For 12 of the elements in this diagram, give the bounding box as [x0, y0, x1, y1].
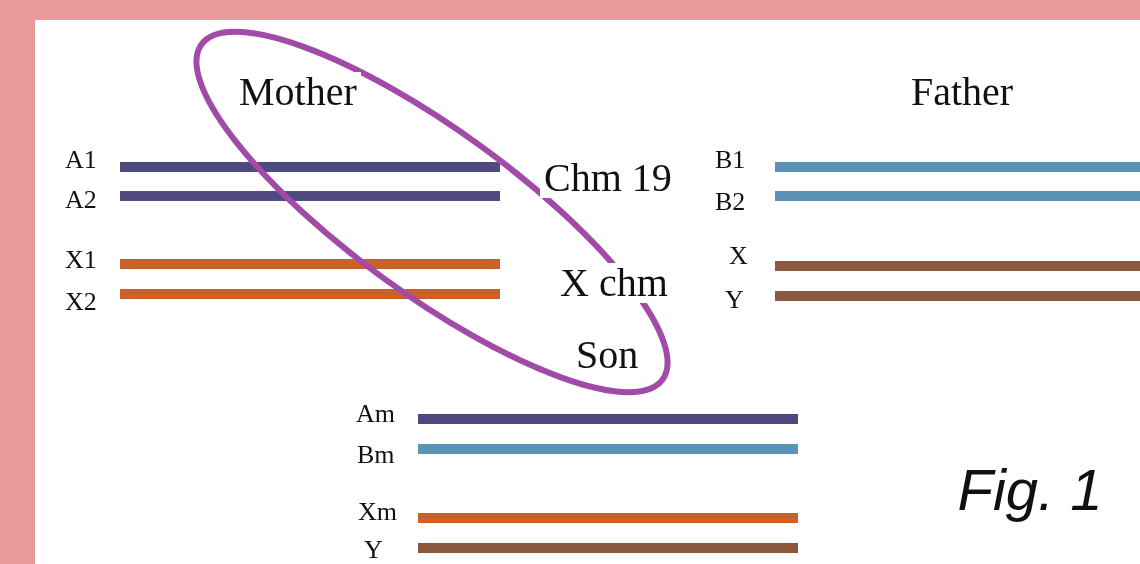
- chromosome-label: A1: [65, 147, 97, 173]
- chromosome-label: A2: [65, 187, 97, 213]
- chromosome-label: B1: [715, 147, 746, 173]
- chromosome-label: Bm: [357, 442, 395, 468]
- chromosome-label: Am: [356, 401, 395, 427]
- chromosome-label: X2: [65, 289, 97, 315]
- chromosome-label: B2: [715, 189, 746, 215]
- chromosome-label: Y: [364, 537, 383, 563]
- chromosome-label: Xm: [358, 499, 397, 525]
- chromosome-label: X: [729, 243, 748, 269]
- chromosome-label: X1: [65, 247, 97, 273]
- chromosome-label: Y: [725, 287, 744, 313]
